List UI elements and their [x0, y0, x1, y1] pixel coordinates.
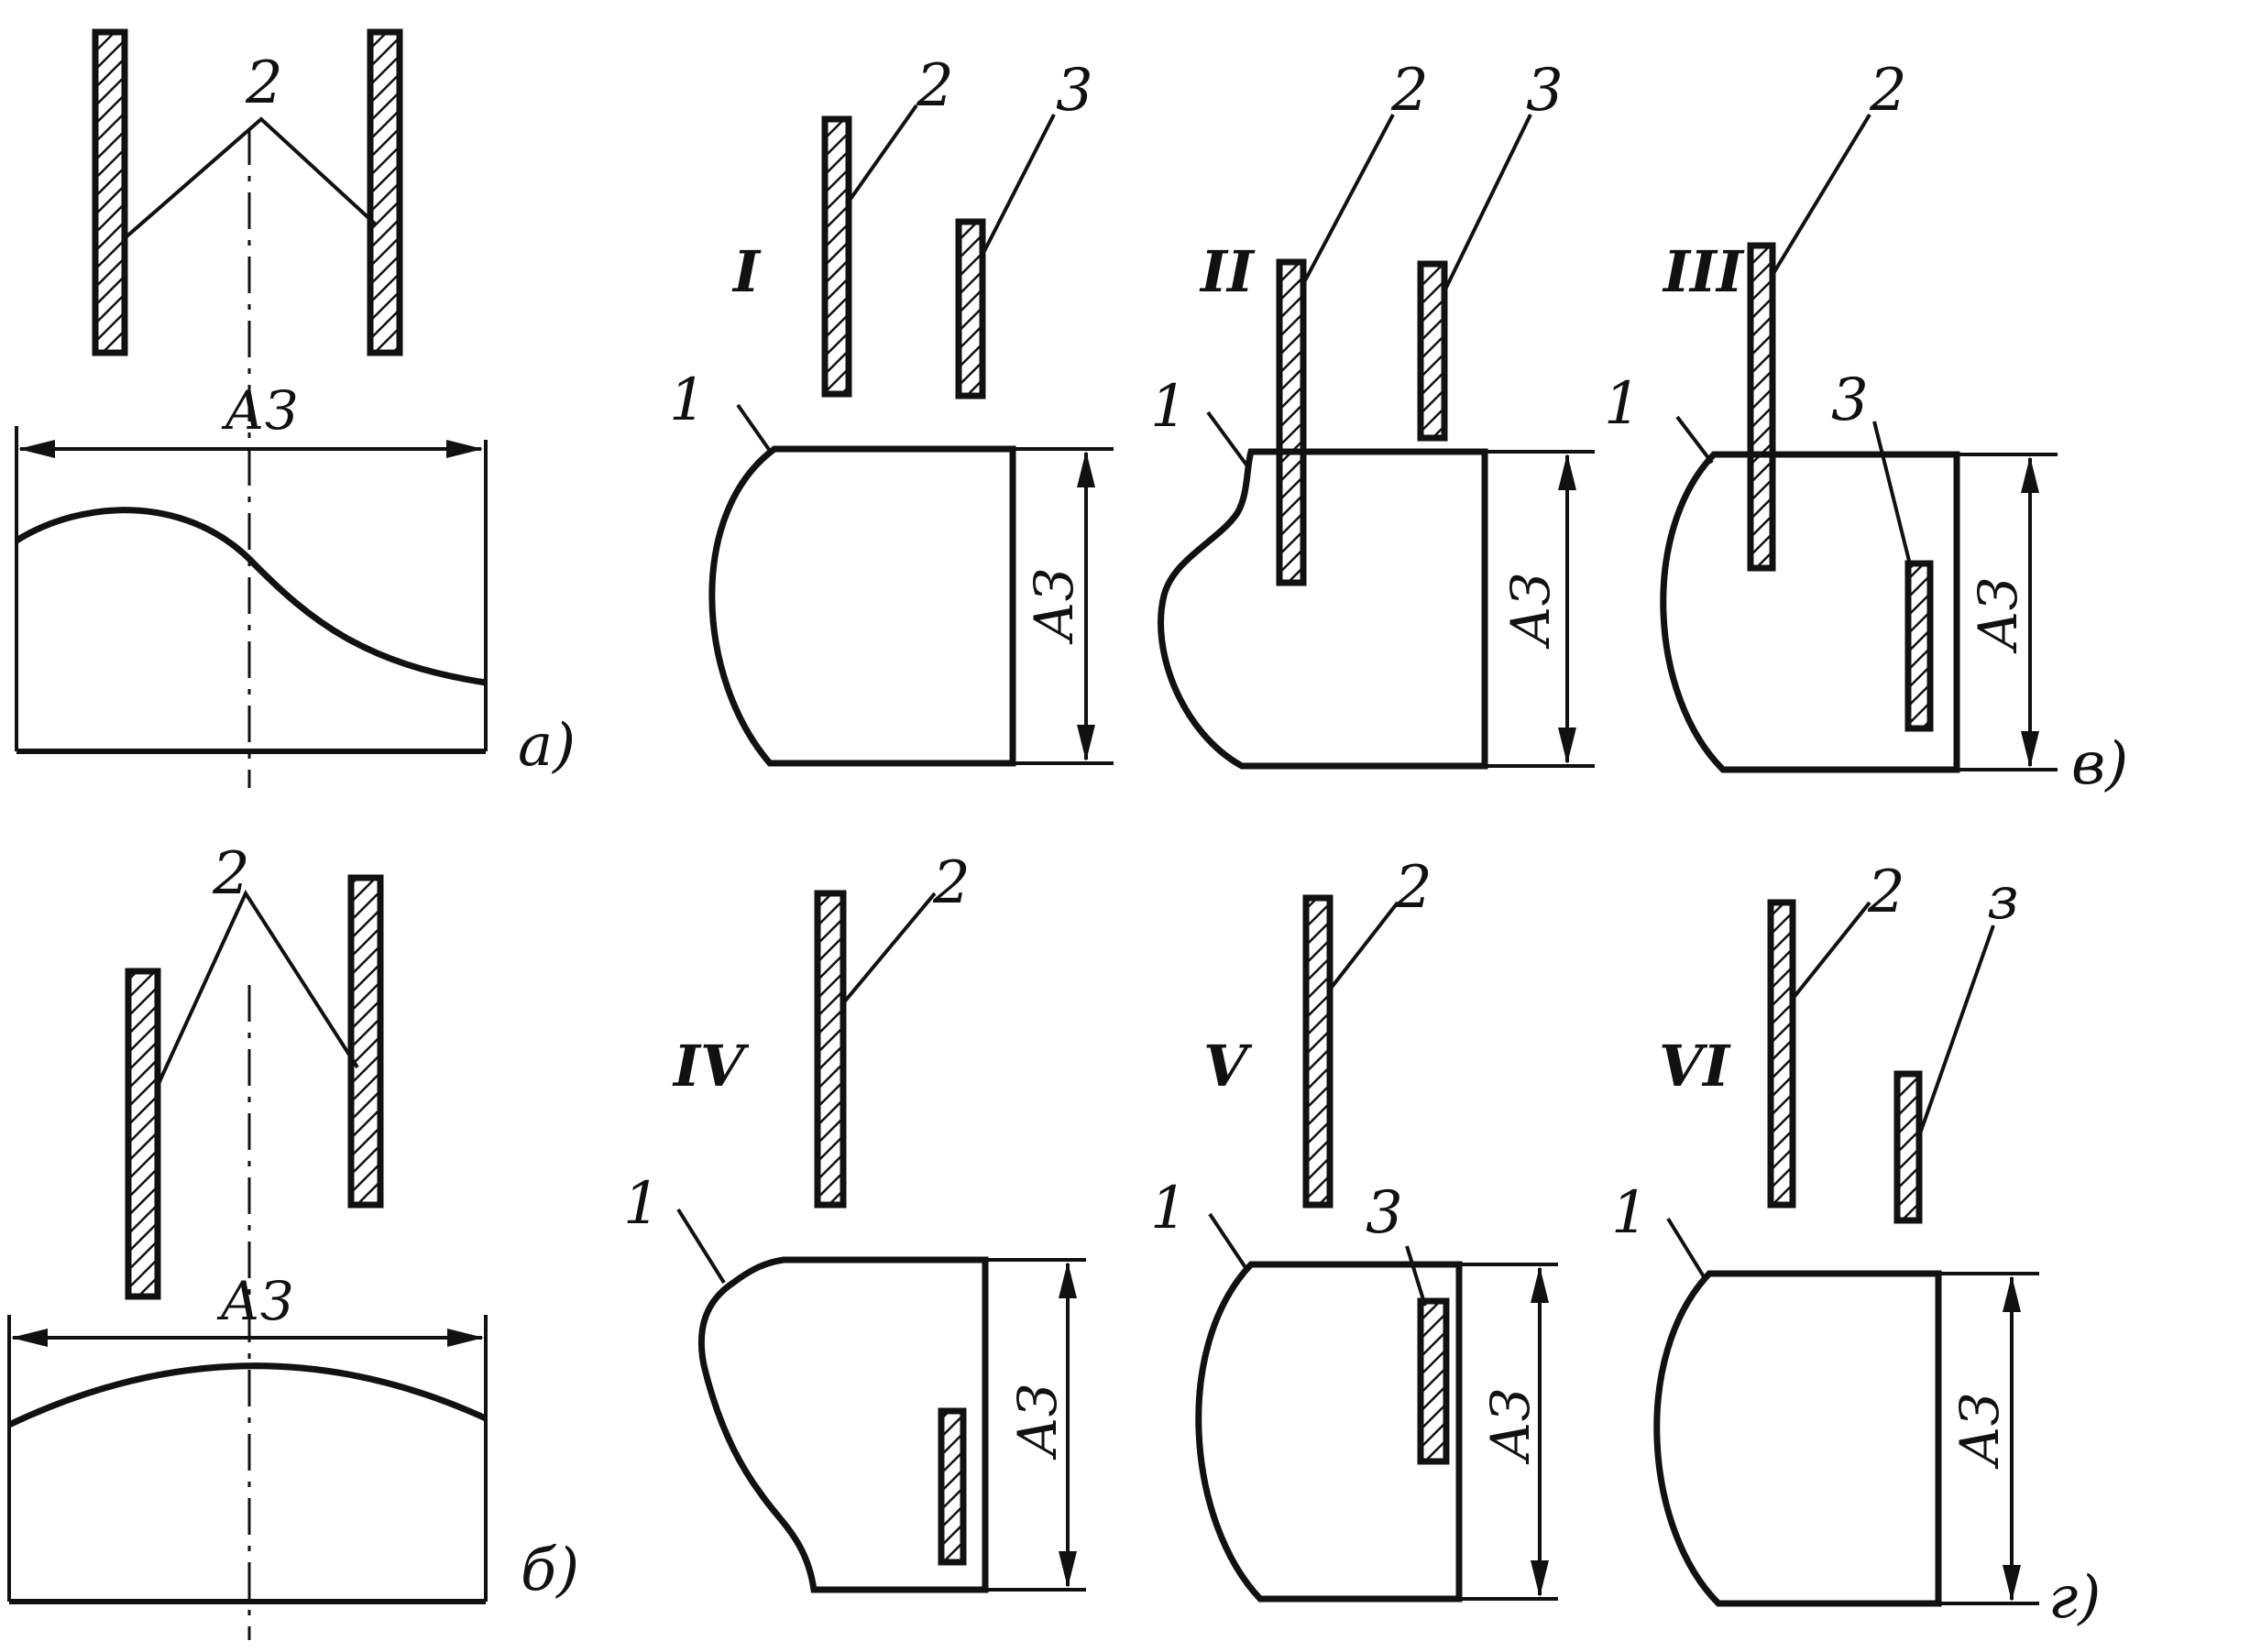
core-label-az: АЗ: [1006, 1384, 1069, 1461]
panel-b: 2 АЗ б): [7, 840, 579, 1640]
caption-v: в): [2071, 730, 2128, 798]
control-rod-2-left: [125, 968, 161, 1300]
core-outline: [1158, 448, 1488, 770]
rod-label-3: з: [1987, 865, 2019, 933]
control-rod-2-right: [367, 28, 403, 356]
core-label-1: 1: [669, 367, 707, 434]
leader-line-1: [1208, 1212, 1248, 1271]
control-rod-3: [1417, 260, 1448, 442]
core-label-az: АЗ: [1023, 568, 1085, 645]
rod-label-2: 2: [245, 49, 283, 117]
core-label-az: АЗ: [1948, 1393, 2011, 1470]
leader-line-2: [156, 889, 359, 1087]
leader-line-2: [1791, 901, 1871, 1001]
config-IV: IV 2 1 АЗ: [623, 849, 1086, 1593]
roman-label-VI: VI: [1659, 1033, 1731, 1100]
config-I: I 2 3 1 АЗ: [669, 52, 1114, 767]
rod-label-3: 3: [1366, 1179, 1403, 1247]
control-rod-2: [1302, 894, 1334, 1209]
core-outline: [1660, 451, 1960, 773]
control-rod-2-right: [347, 874, 384, 1209]
rod-label-2: 2: [1390, 57, 1429, 125]
core-outline: [1195, 1261, 1463, 1603]
leader-line-1: [1206, 410, 1250, 469]
core-label-1: 1: [623, 1170, 661, 1238]
core-label-az: АЗ: [216, 1270, 293, 1332]
core-label-1: 1: [1150, 373, 1188, 441]
core-label-1: 1: [1150, 1175, 1188, 1242]
roman-label-I: I: [731, 238, 762, 305]
leader-line-3: [1405, 1245, 1427, 1307]
rod-label-2: 2: [212, 840, 250, 908]
core-outline: [1653, 1270, 1942, 1607]
core-label-1: 1: [1604, 370, 1641, 438]
rod-label-2: 2: [1869, 57, 1907, 125]
core-label-az: АЗ: [1479, 1388, 1542, 1465]
control-rod-3: [1904, 560, 1934, 732]
rod-label-3: 3: [1831, 367, 1869, 434]
rod-label-2: 2: [932, 849, 971, 917]
leader-line-2: [841, 892, 937, 1005]
config-VI: VI 2 з 1 АЗ г): [1611, 859, 2101, 1632]
caption-g: г): [2048, 1564, 2101, 1632]
control-rod-2: [821, 115, 852, 398]
leader-line-2: [1328, 901, 1399, 991]
leader-line-1: [736, 403, 772, 453]
leader-line-2: [1771, 113, 1871, 277]
core-outline: [697, 1256, 989, 1593]
control-rod-2: [1276, 258, 1307, 586]
core-outline: [708, 445, 1016, 767]
leader-line-1: [1675, 415, 1714, 465]
caption-a: a): [518, 712, 576, 780]
control-rod-2: [1767, 899, 1796, 1209]
rod-label-2: 2: [916, 52, 954, 120]
flux-distribution-curve: [7, 1362, 488, 1428]
leader-line-3: [981, 114, 1056, 256]
roman-label-IV: IV: [672, 1033, 750, 1100]
rod-label-3: 3: [1056, 57, 1093, 125]
roman-label-III: III: [1662, 238, 1745, 305]
config-V: V 2 3 1 АЗ: [1150, 854, 1558, 1603]
core-label-az: АЗ: [1499, 573, 1562, 650]
roman-label-II: II: [1199, 238, 1256, 305]
leader-line-1: [1666, 1217, 1707, 1280]
control-rod-3: [1417, 1297, 1450, 1465]
control-rod-3: [1893, 1070, 1923, 1224]
config-III: III 2 3 1 АЗ в): [1604, 57, 2128, 798]
control-rod-3: [955, 218, 986, 399]
flux-distribution-curve: [15, 507, 487, 686]
leader-line-2: [1301, 114, 1395, 285]
leader-line-1: [676, 1208, 726, 1285]
caption-b: б): [521, 1537, 579, 1604]
leader-line-3: [1917, 924, 1995, 1137]
control-rod-2: [814, 890, 847, 1209]
leader-line-3: [1443, 114, 1532, 292]
rod-label-2: 2: [1867, 859, 1905, 926]
leader-line-3: [1872, 421, 1913, 569]
control-rod-2: [1747, 242, 1776, 572]
core-label-1: 1: [1611, 1179, 1649, 1247]
core-label-az: АЗ: [1967, 577, 2029, 654]
rod-label-3: 3: [1526, 57, 1564, 125]
leader-line-2: [123, 116, 378, 240]
leader-line-2: [847, 104, 918, 203]
config-II: II 2 3 1 АЗ: [1150, 57, 1595, 770]
control-rod-3: [938, 1407, 967, 1566]
rod-label-2: 2: [1394, 854, 1432, 922]
control-rod-2-left: [92, 28, 128, 356]
panel-a: 2 АЗ a): [15, 28, 576, 788]
roman-label-V: V: [1203, 1033, 1253, 1100]
core-label-az: АЗ: [221, 379, 298, 442]
